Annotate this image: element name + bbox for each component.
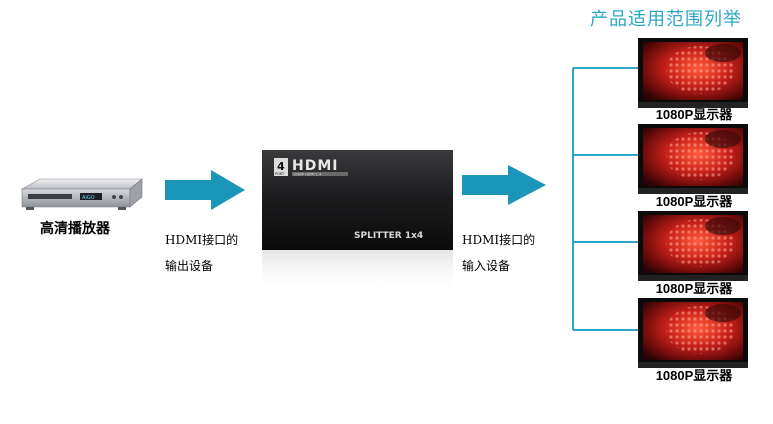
monitor-1080p-image — [638, 298, 748, 368]
monitor-1080p-image — [638, 38, 748, 108]
monitor-1080p-image — [638, 211, 748, 281]
input-caption-line2: 输入设备 — [462, 259, 511, 273]
hd-player-label: 高清播放器 — [40, 220, 110, 236]
hd-player-image: AIGO — [20, 178, 143, 210]
hdmi-sub-logo: 1080P HDMI 1.4 — [293, 173, 322, 177]
monitor-label: 1080P显示器 — [655, 107, 733, 122]
monitor-label: 1080P显示器 — [655, 368, 733, 383]
hdmi-logo: HDMI — [292, 158, 338, 174]
product-range-title: 产品适用范围列举 — [590, 9, 742, 30]
arrow-right-icon — [165, 170, 245, 210]
monitor-label: 1080P显示器 — [655, 194, 733, 209]
player-brand-text: AIGO — [82, 195, 95, 201]
splitter-model-text: SPLITTER 1x4 — [354, 231, 423, 241]
port-badge-sub: PORT — [275, 172, 285, 176]
monitor-label: 1080P显示器 — [655, 281, 733, 296]
monitor-1080p-image — [638, 124, 748, 194]
port-count-badge: 4 — [277, 160, 285, 173]
hdmi-splitter-image: 4 PORT HDMI 1080P HDMI 1.4 SPLITTER 1x4 — [262, 150, 453, 250]
splitter-reflection — [262, 250, 453, 295]
output-caption-line2: 输出设备 — [165, 259, 214, 273]
branch-bracket — [572, 67, 638, 331]
arrow-right-icon — [462, 165, 546, 205]
output-caption-line1: HDMI接口的 — [165, 233, 239, 247]
output-device-caption: HDMI接口的 输出设备 — [165, 227, 275, 279]
input-caption-line1: HDMI接口的 — [462, 233, 536, 247]
input-device-caption: HDMI接口的 输入设备 — [462, 227, 572, 279]
